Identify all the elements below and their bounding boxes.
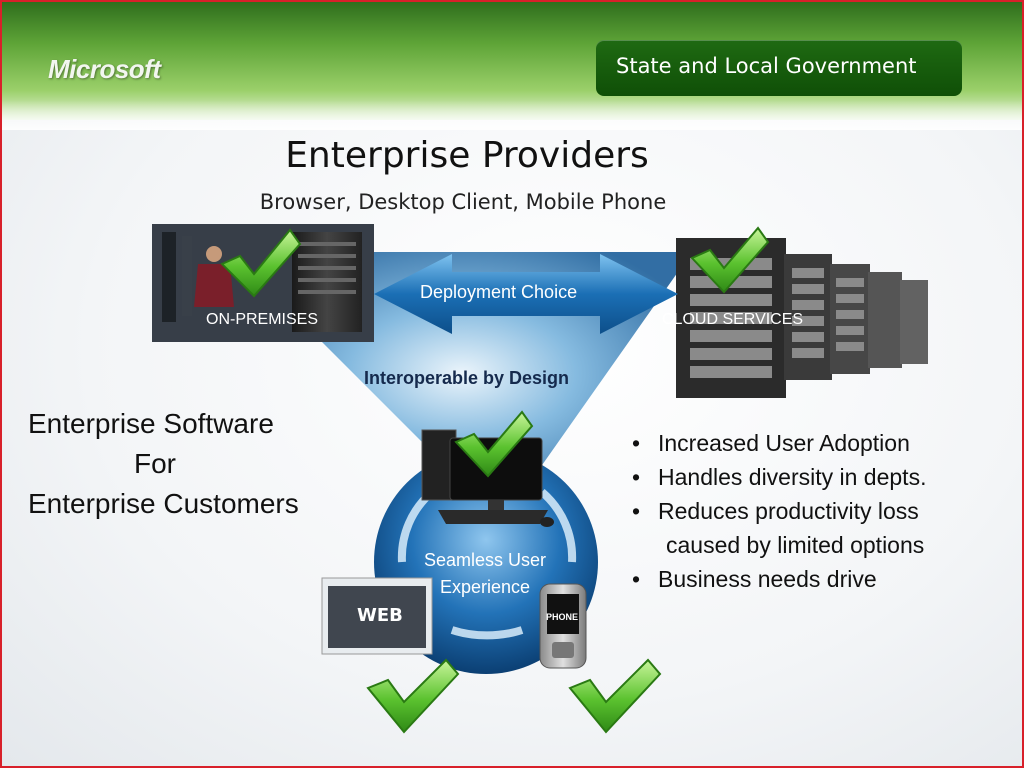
enterprise-software-text: Enterprise Software For Enterprise Custo… [28, 404, 368, 524]
interoperable-by-design-label: Interoperable by Design [364, 368, 570, 388]
bullet-icon: • [632, 464, 641, 490]
bullet-text: Handles diversity in depts. [658, 464, 927, 490]
bullet-icon: • [632, 430, 641, 456]
cloud-services-label: CLOUD SERVICES [662, 311, 804, 328]
enterprise-line-2: For [134, 448, 176, 479]
benefits-list: • Increased User Adoption • Handles divers… [632, 426, 1012, 596]
enterprise-line-1: Enterprise Software [28, 408, 274, 439]
check-icon-phone [568, 658, 662, 734]
phone-label: PHONE [546, 612, 579, 622]
check-icon-cloud [690, 226, 770, 294]
list-item: • Handles diversity in depts. [632, 460, 1012, 494]
cycle-arrow-icon [450, 626, 524, 640]
state-local-government-text: State and Local Government [616, 54, 917, 78]
bullet-icon: • [632, 498, 641, 524]
mobile-phone-icon [539, 583, 587, 669]
seamless-line-1: Seamless User [423, 550, 547, 570]
desktop-computer-icon [421, 429, 554, 527]
header-banner-fade [2, 100, 1022, 130]
check-icon-desktop [454, 410, 534, 478]
on-premises-label: ON-PREMISES [206, 311, 319, 328]
enterprise-line-3: Enterprise Customers [28, 488, 299, 519]
page-subtitle: Browser, Desktop Client, Mobile Phone [259, 190, 667, 214]
web-browser-icon [321, 577, 433, 655]
bullet-text: Increased User Adoption [658, 430, 910, 456]
state-local-government-badge: State and Local Government [596, 40, 962, 96]
bullet-text: caused by limited options [666, 532, 925, 558]
web-label: WEB [357, 605, 403, 626]
deployment-choice-arrow [374, 254, 678, 334]
page-title: Enterprise Providers [285, 135, 649, 176]
microsoft-logo: Microsoft [48, 54, 161, 84]
bullet-text: Business needs drive [658, 566, 877, 592]
list-item: • Increased User Adoption [632, 426, 1012, 460]
list-item: • Business needs drive [632, 562, 1012, 596]
check-icon-on-premises [220, 228, 302, 298]
list-item: • Reduces productivity loss [632, 494, 1012, 528]
list-item-continuation: caused by limited options [632, 528, 1012, 562]
deployment-choice-label: Deployment Choice [420, 282, 578, 302]
check-icon-web [366, 658, 460, 734]
seamless-line-2: Experience [439, 577, 531, 597]
bullet-text: Reduces productivity loss [658, 498, 919, 524]
seamless-user-experience-label: Seamless User Experience [400, 547, 570, 601]
cycle-arrow-icon [539, 488, 577, 563]
bullet-icon: • [632, 566, 641, 592]
